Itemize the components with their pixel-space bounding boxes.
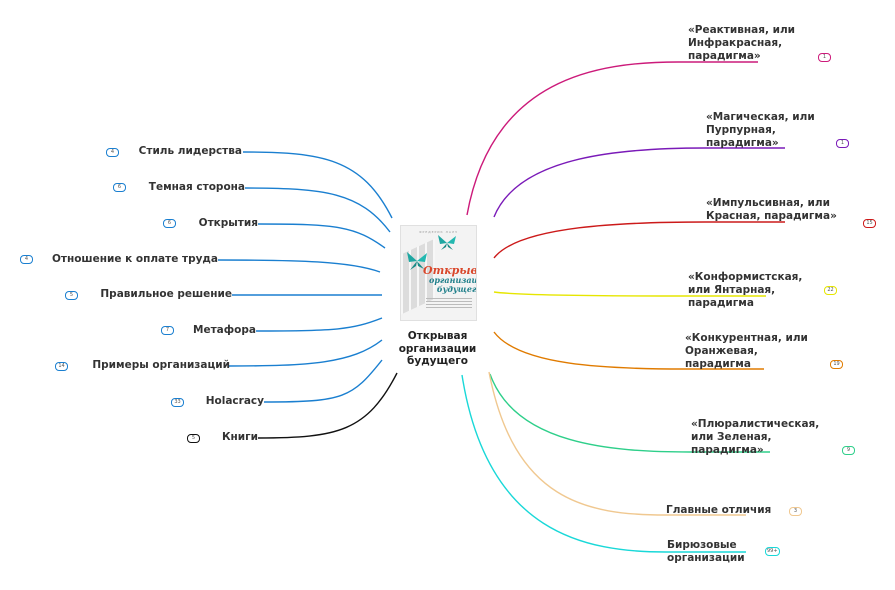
right-branch-0-count-badge[interactable]: 1	[818, 53, 831, 62]
left-branch-2-count-badge[interactable]: 6	[163, 219, 176, 228]
book-title-line2-3: организации будущего	[429, 275, 477, 294]
left-branch-1-connector	[244, 187, 391, 233]
right-branch-4-label[interactable]: «Конкурентная, или Оранжевая, парадигма	[685, 332, 808, 370]
right-branch-6-connector	[488, 371, 746, 516]
right-branch-1-label[interactable]: «Магическая, или Пурпурная, парадигма»	[706, 111, 815, 149]
left-branch-7-connector	[263, 359, 383, 403]
left-branch-5-connector	[255, 317, 383, 332]
book-title-line2: организации	[429, 275, 476, 285]
left-branch-8-count-badge[interactable]: 5	[187, 434, 200, 443]
right-branch-7-count-badge[interactable]: 99+	[765, 547, 780, 556]
right-branch-1-count-badge[interactable]: 1	[836, 139, 849, 148]
right-branch-7-connector	[461, 374, 746, 553]
right-branch-2-count-badge[interactable]: 15	[863, 219, 876, 228]
book-author: ФРЕДЕРИК ЛАЛУ	[418, 230, 459, 234]
right-branch-0-label[interactable]: «Реактивная, или Инфракрасная, парадигма…	[688, 24, 796, 62]
right-branch-5-count-badge[interactable]: 9	[842, 446, 855, 455]
right-branch-6-count-badge[interactable]: 3	[789, 507, 802, 516]
left-branch-1-count-badge[interactable]: 6	[113, 183, 126, 192]
left-branch-2-label[interactable]: Открытия	[198, 217, 258, 229]
left-branch-7-label[interactable]: Holacracy	[205, 395, 264, 407]
book-cover-image[interactable]: ФРЕДЕРИК ЛАЛУ Открывая организации будущ…	[400, 225, 477, 321]
butterfly-icon	[407, 252, 427, 270]
left-branch-3-label[interactable]: Отношение к оплате труда	[51, 253, 218, 265]
left-branch-5-label[interactable]: Метафора	[193, 324, 256, 336]
right-branch-4-connector	[493, 331, 764, 370]
central-topic[interactable]: Открывая организации будущего	[398, 330, 477, 367]
left-branch-8-connector	[257, 372, 398, 439]
left-branch-4-count-badge[interactable]: 5	[65, 291, 78, 300]
left-branch-8-label[interactable]: Книги	[221, 431, 258, 443]
right-branch-7-label[interactable]: Бирюзовые организации	[667, 539, 745, 564]
left-branch-5-count-badge[interactable]: 7	[161, 326, 174, 335]
right-branch-3-label[interactable]: «Конформистская, или Янтарная, парадигма	[688, 271, 803, 309]
left-branch-6-label[interactable]: Примеры организаций	[92, 359, 230, 371]
right-branch-6-label[interactable]: Главные отличия	[666, 504, 772, 516]
left-branch-3-count-badge[interactable]: 4	[20, 255, 33, 264]
right-branch-5-label[interactable]: «Плюралистическая, или Зеленая, парадигм…	[691, 418, 820, 456]
left-branch-6-connector	[228, 339, 383, 367]
right-branch-2-label[interactable]: «Импульсивная, или Красная, парадигма»	[706, 197, 837, 222]
left-branch-4-label[interactable]: Правильное решение	[100, 288, 232, 300]
right-branch-0-connector	[466, 61, 758, 216]
right-branch-3-count-badge[interactable]: 22	[824, 286, 837, 295]
right-branch-1-connector	[493, 147, 785, 218]
right-branch-4-count-badge[interactable]: 19	[830, 360, 843, 369]
book-blurb-lines	[426, 298, 472, 308]
butterfly-small-icon	[438, 235, 456, 250]
left-branch-7-count-badge[interactable]: 33	[171, 398, 184, 407]
left-branch-0-count-badge[interactable]: 4	[106, 148, 119, 157]
left-branch-0-connector	[242, 151, 393, 219]
right-branch-2-connector	[493, 221, 785, 259]
left-branch-1-label[interactable]: Темная сторона	[148, 181, 245, 193]
right-branch-5-connector	[489, 373, 770, 453]
left-branch-0-label[interactable]: Стиль лидерства	[138, 145, 242, 157]
right-branch-3-connector	[493, 291, 766, 297]
left-branch-2-connector	[257, 223, 386, 249]
left-branch-6-count-badge[interactable]: 14	[55, 362, 68, 371]
book-title-line3: будущего	[436, 284, 477, 294]
left-branch-3-connector	[217, 259, 381, 273]
book-title-line1: Открывая	[423, 264, 477, 277]
